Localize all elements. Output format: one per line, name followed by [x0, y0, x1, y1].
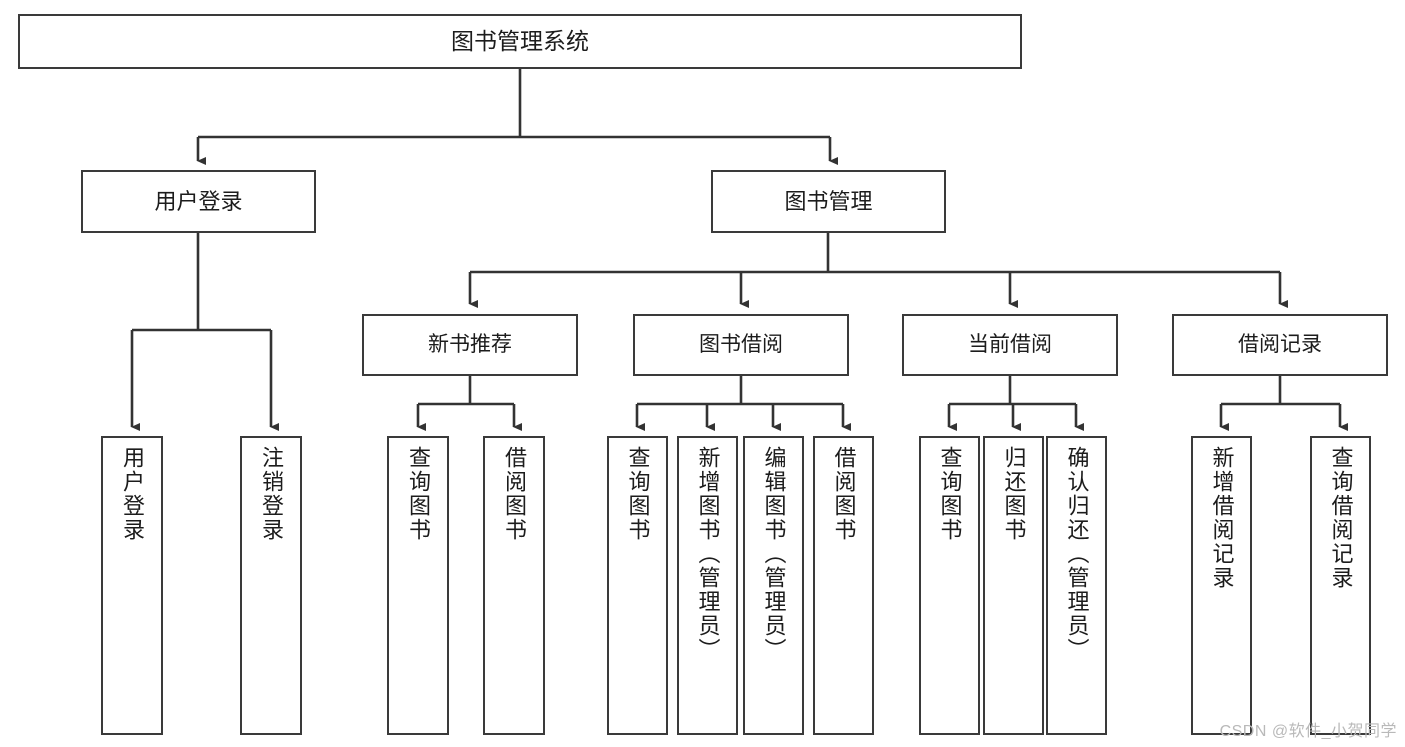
node-leaf-borrow-book-1-label: 借阅图书 [502, 446, 527, 542]
node-root-label: 图书管理系统 [451, 27, 589, 54]
node-leaf-user-login[interactable]: 用户登录 [101, 436, 163, 735]
node-leaf-edit-book-label: 编辑图书（管理员） [761, 446, 787, 662]
node-leaf-query-book-2[interactable]: 查询图书 [607, 436, 668, 735]
node-leaf-borrow-book-2-label: 借阅图书 [831, 446, 857, 542]
csdn-watermark: CSDN @软件_小贺同学 [1219, 723, 1397, 740]
node-leaf-query-record[interactable]: 查询借阅记录 [1310, 436, 1371, 735]
node-leaf-add-record-label: 新增借阅记录 [1209, 446, 1235, 590]
node-book-management-label: 图书管理 [784, 188, 873, 214]
node-leaf-query-record-label: 查询借阅记录 [1328, 446, 1354, 590]
node-new-book-recommend-label: 新书推荐 [428, 332, 512, 356]
node-leaf-user-login-label: 用户登录 [120, 446, 145, 542]
node-leaf-return-book[interactable]: 归还图书 [983, 436, 1044, 735]
node-book-management[interactable]: 图书管理 [711, 170, 946, 233]
node-book-borrow-label: 图书借阅 [699, 332, 783, 356]
node-current-borrow[interactable]: 当前借阅 [902, 314, 1118, 376]
node-leaf-add-book[interactable]: 新增图书（管理员） [677, 436, 738, 735]
node-leaf-logout-login[interactable]: 注销登录 [240, 436, 302, 735]
node-leaf-borrow-book-2[interactable]: 借阅图书 [813, 436, 874, 735]
node-leaf-add-book-label: 新增图书（管理员） [695, 446, 721, 662]
node-leaf-query-book-3-label: 查询图书 [937, 446, 963, 542]
node-book-borrow[interactable]: 图书借阅 [633, 314, 849, 376]
node-leaf-query-book-3[interactable]: 查询图书 [919, 436, 980, 735]
node-leaf-confirm-return[interactable]: 确认归还（管理员） [1046, 436, 1107, 735]
node-root-book-management-system[interactable]: 图书管理系统 [18, 14, 1022, 69]
node-user-login[interactable]: 用户登录 [81, 170, 316, 233]
node-user-login-label: 用户登录 [154, 188, 243, 214]
node-borrow-record[interactable]: 借阅记录 [1172, 314, 1388, 376]
node-leaf-borrow-book-1[interactable]: 借阅图书 [483, 436, 545, 735]
node-leaf-edit-book[interactable]: 编辑图书（管理员） [743, 436, 804, 735]
node-leaf-confirm-return-label: 确认归还（管理员） [1064, 446, 1090, 662]
node-leaf-add-record[interactable]: 新增借阅记录 [1191, 436, 1252, 735]
node-new-book-recommend[interactable]: 新书推荐 [362, 314, 578, 376]
node-leaf-logout-login-label: 注销登录 [259, 446, 284, 542]
node-borrow-record-label: 借阅记录 [1238, 332, 1322, 356]
node-leaf-query-book-1[interactable]: 查询图书 [387, 436, 449, 735]
node-current-borrow-label: 当前借阅 [968, 332, 1052, 356]
node-leaf-query-book-2-label: 查询图书 [625, 446, 651, 542]
node-leaf-return-book-label: 归还图书 [1001, 446, 1027, 542]
node-leaf-query-book-1-label: 查询图书 [406, 446, 431, 542]
